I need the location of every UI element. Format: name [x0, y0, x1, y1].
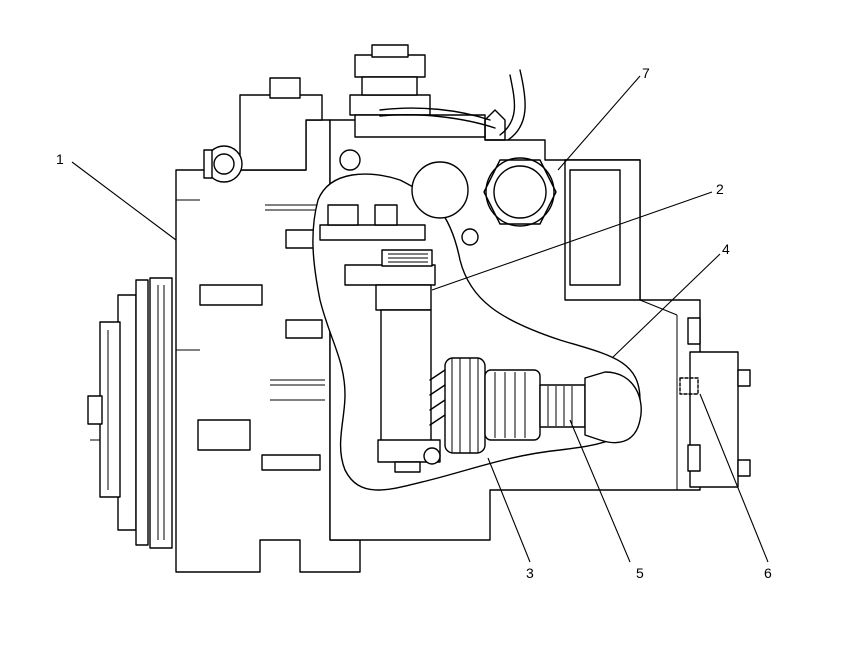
callout-2: 2 — [716, 181, 724, 197]
drive-flange — [87, 277, 173, 549]
control-lever — [319, 204, 441, 473]
callout-6: 6 — [764, 565, 772, 581]
callout-labels: 1 2 3 4 5 6 7 — [56, 65, 772, 581]
governor-housing — [312, 119, 751, 541]
governor-spring-assembly — [429, 357, 642, 454]
callout-5: 5 — [636, 565, 644, 581]
callout-leaders — [71, 75, 769, 563]
callout-7: 7 — [642, 65, 650, 81]
callout-1: 1 — [56, 151, 64, 167]
top-fittings — [349, 44, 526, 141]
callout-4: 4 — [722, 241, 730, 257]
callout-3: 3 — [526, 565, 534, 581]
